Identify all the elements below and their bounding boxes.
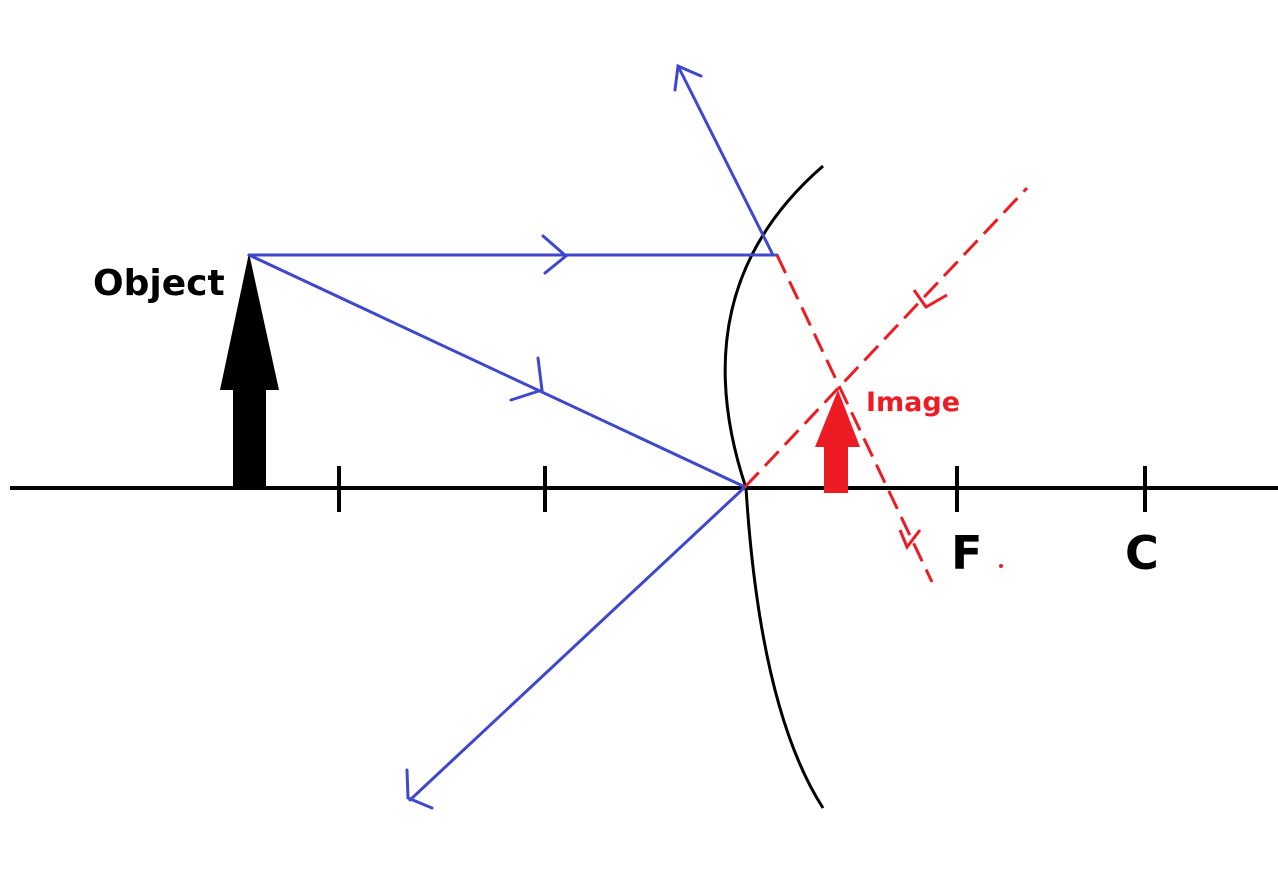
virtual-ray-arrow <box>898 529 922 550</box>
object-label: Object <box>93 263 225 304</box>
axis-ticks <box>337 466 1147 512</box>
mark-dot <box>999 564 1003 568</box>
ray-direction-arrow <box>509 356 544 402</box>
ray-arrow-head <box>673 63 703 92</box>
image-label: Image <box>866 387 961 418</box>
object-arrow-shaft <box>233 388 266 488</box>
virtual-ray-arrow <box>912 289 948 309</box>
object-arrow <box>220 253 279 488</box>
virtual-ray-through-focus <box>775 254 934 583</box>
image-arrow-head <box>815 390 860 447</box>
ray-direction-arrow <box>541 234 569 275</box>
ray-pole-incident <box>247 253 747 489</box>
ray-arrow-head <box>405 768 434 810</box>
ray-parallel-reflected <box>677 66 774 255</box>
center-label: C <box>1125 526 1159 580</box>
real-rays <box>247 63 779 810</box>
virtual-rays <box>743 186 1029 583</box>
virtual-ray-through-pole <box>743 186 1029 489</box>
image-arrow-shaft <box>824 446 848 493</box>
focus-label: F <box>951 526 983 580</box>
object-arrow-head <box>220 253 279 390</box>
image-arrow <box>815 390 860 493</box>
ray-pole-reflected <box>408 485 747 802</box>
